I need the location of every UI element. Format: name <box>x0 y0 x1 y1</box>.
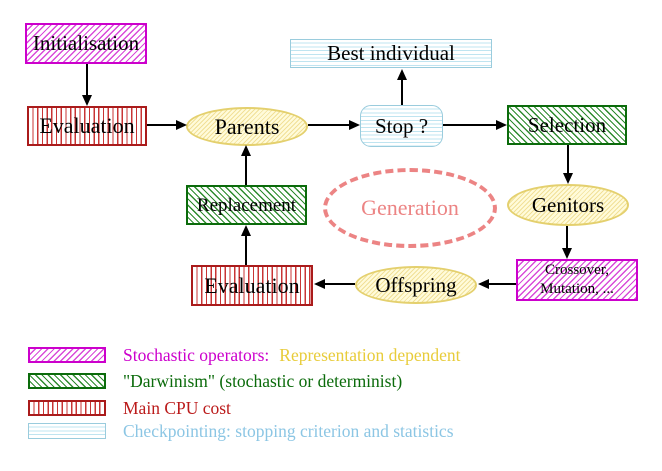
arrow-genitors-to-crossover <box>566 226 568 248</box>
legend-row-darwinism: "Darwinism" (stochastic or determinist) <box>0 371 662 393</box>
arrowhead-crossover-to-offspring <box>478 279 489 289</box>
legend-label-main-cpu-cost: Main CPU cost <box>123 398 231 418</box>
arrow-replacement-to-parents <box>245 156 247 185</box>
arrowhead-initialisation-to-evaluation <box>82 95 92 106</box>
arrowhead-genitors-to-crossover <box>562 248 572 259</box>
arrow-evaluation-to-replacement <box>245 236 247 265</box>
arrow-offspring-to-evaluation <box>325 283 355 285</box>
legend-label-darwinism: "Darwinism" (stochastic or determinist) <box>123 371 403 391</box>
legend-swatch-darwinism <box>28 373 106 389</box>
legend-row-checkpointing: Checkpointing: stopping criterion and st… <box>0 421 662 443</box>
arrowhead-stop-to-selection <box>496 120 507 130</box>
crossover-line1: Crossover, <box>545 262 609 279</box>
arrowhead-stop-to-best-individual <box>397 69 407 80</box>
node-offspring: Offspring <box>355 266 477 304</box>
node-replacement: Replacement <box>186 185 307 225</box>
arrow-stop-to-best-individual <box>401 80 403 105</box>
arrowhead-evaluation-to-replacement <box>241 225 251 236</box>
legend-swatch-checkpointing <box>28 423 106 439</box>
legend-label-representation-dependent: Representation dependent <box>279 345 461 365</box>
arrowhead-replacement-to-parents <box>241 145 251 156</box>
node-initialisation: Initialisation <box>25 23 147 64</box>
arrow-initialisation-to-evaluation <box>86 64 88 95</box>
legend-label-checkpointing: Checkpointing: stopping criterion and st… <box>123 421 454 441</box>
node-selection: Selection <box>507 105 627 145</box>
arrow-crossover-to-offspring <box>489 283 516 285</box>
arrowhead-selection-to-genitors <box>563 173 573 184</box>
generation-cycle-ellipse: Generation <box>323 168 497 248</box>
legend-row-main-cpu-cost: Main CPU cost <box>0 398 662 420</box>
legend-swatch-main-cpu-cost <box>28 400 106 416</box>
arrowhead-offspring-to-evaluation <box>314 279 325 289</box>
arrow-parents-to-stop <box>308 124 349 126</box>
arrow-evaluation-to-parents <box>147 124 177 126</box>
arrowhead-evaluation-to-parents <box>176 120 187 130</box>
legend-swatch-stochastic-operators <box>28 347 106 363</box>
arrowhead-parents-to-stop <box>349 120 360 130</box>
arrow-stop-to-selection <box>443 124 496 126</box>
node-evaluation-bottom: Evaluation <box>191 265 313 306</box>
node-parents: Parents <box>186 107 308 146</box>
node-best-individual: Best individual <box>290 39 492 68</box>
legend-row-stochastic-operators: Stochastic operators: Representation depe… <box>0 345 662 367</box>
node-stop: Stop ? <box>360 105 443 147</box>
generation-label: Generation <box>361 195 459 220</box>
node-crossover-mutation: Crossover, Mutation, ... <box>516 259 638 301</box>
node-evaluation-top: Evaluation <box>27 106 147 146</box>
arrow-selection-to-genitors <box>567 145 569 173</box>
crossover-line2: Mutation, ... <box>540 281 614 297</box>
legend-label-stochastic-operators: Stochastic operators: <box>123 345 270 365</box>
node-genitors: Genitors <box>507 184 629 226</box>
